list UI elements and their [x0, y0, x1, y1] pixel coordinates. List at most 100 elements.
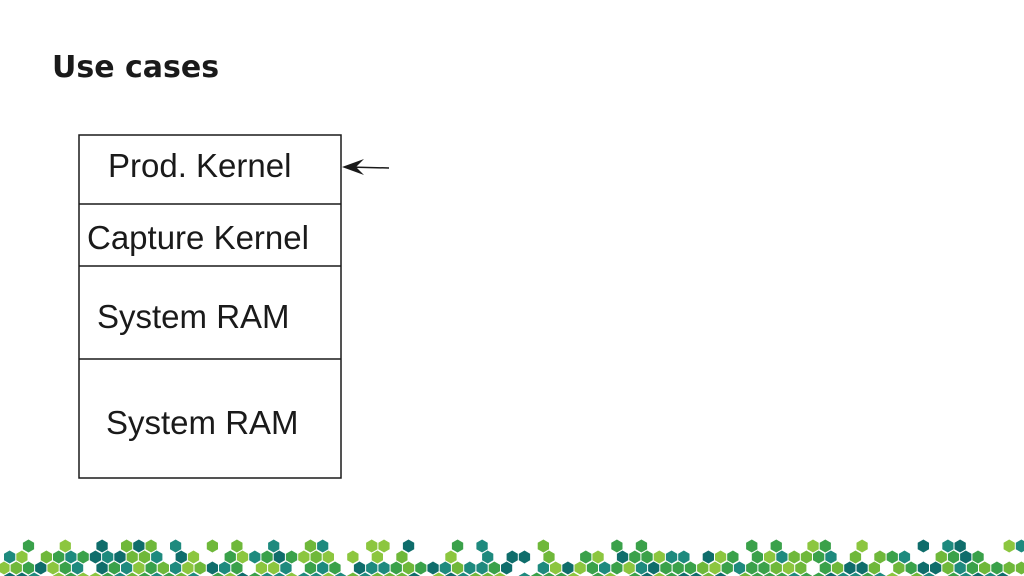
hexagon-tile	[739, 572, 751, 576]
hexagon-tile	[923, 572, 935, 576]
hexagon-tile	[280, 561, 292, 575]
hexagon-tile	[53, 550, 65, 564]
hexagon-tile	[4, 572, 16, 576]
hexagon-tile	[917, 561, 929, 575]
hexagon-tile	[22, 561, 35, 575]
hexagon-tile	[898, 550, 911, 564]
hexagon-tile	[298, 550, 310, 564]
hexagon-tile	[611, 539, 623, 553]
hexagon-tile	[856, 539, 868, 553]
hexagon-tile	[4, 550, 16, 564]
hexagon-tile	[831, 561, 844, 575]
hexagon-tile	[126, 550, 138, 564]
hexagon-tile	[574, 561, 586, 575]
hexagon-tile	[751, 572, 763, 576]
hexagon-tile	[469, 572, 482, 576]
hexagon-tile	[960, 550, 972, 564]
hexagon-tile	[494, 572, 506, 576]
hexagon-tile	[133, 539, 145, 553]
hexagon-tile	[16, 550, 28, 564]
hexagon-tile	[427, 561, 439, 575]
hexagon-tile	[935, 550, 947, 564]
hexagon-tile	[65, 572, 77, 576]
hexagon-tile	[702, 550, 714, 564]
block-system-ram-label: System RAM	[97, 298, 290, 335]
hexagon-tile	[1015, 561, 1024, 575]
hexagon-tile	[445, 550, 457, 564]
hexagon-tile	[862, 572, 874, 576]
hexagon-tile	[261, 550, 273, 564]
hexagon-tile	[175, 572, 187, 576]
hexagon-tile	[960, 572, 972, 576]
hexagon-tile	[40, 550, 52, 564]
hexagon-tile	[684, 561, 697, 575]
hexagon-tile	[317, 539, 329, 553]
hexagon-tile	[285, 550, 298, 564]
hexagon-tile	[623, 561, 635, 575]
hexagon-tile	[972, 572, 984, 576]
hexagon-tile	[121, 561, 133, 575]
hexagon-tile	[837, 572, 849, 576]
hexagon-tile	[482, 572, 494, 576]
hexagon-tile	[788, 572, 800, 576]
hexagon-tile	[433, 572, 445, 576]
hexagon-tile	[476, 539, 488, 553]
hexagon-tile	[972, 550, 984, 564]
hexagon-tile	[813, 550, 825, 564]
hexagon-tile	[543, 550, 555, 564]
hexagon-tile	[727, 550, 739, 564]
hexagon-tile	[71, 561, 84, 575]
hexagon-tile	[819, 561, 831, 575]
hexagon-tile	[28, 572, 40, 576]
hexagon-tile	[151, 572, 163, 576]
hexagon-tile	[800, 572, 812, 576]
hexagon-tile	[665, 572, 678, 576]
hexagon-tile	[89, 550, 102, 564]
hexagon-tile	[415, 561, 427, 575]
hexagon-tile	[764, 572, 776, 576]
hexagon-tile	[567, 572, 580, 576]
hexagon-tile	[604, 572, 616, 576]
hexagon-tile	[268, 561, 280, 575]
hexagon-tile	[813, 572, 825, 576]
hexagon-tile	[874, 550, 886, 564]
hexagon-tile	[751, 550, 763, 564]
hexagon-tile	[47, 561, 59, 575]
hexagon-tile	[764, 550, 776, 564]
hexagon-tile	[22, 539, 35, 553]
hexagon-tile	[543, 572, 555, 576]
hexagon-tile	[224, 550, 236, 564]
hexagon-tile	[206, 561, 218, 575]
hexagon-tile	[844, 561, 856, 575]
hexagon-tile	[702, 572, 714, 576]
hexagon-tile	[807, 539, 819, 553]
hexagon-tile	[317, 561, 329, 575]
hexagon-tile	[151, 550, 163, 564]
slide-title: Use cases	[52, 50, 220, 85]
hexagon-tile	[482, 550, 494, 564]
hexagon-tile	[555, 572, 567, 576]
hexagon-tile	[629, 572, 641, 576]
hexagon-tile	[641, 550, 653, 564]
block-prod-kernel-label: Prod. Kernel	[108, 147, 291, 184]
hexagon-tile	[249, 572, 261, 576]
hexagon-tile	[868, 561, 880, 575]
hexagon-tile	[322, 572, 334, 576]
hexagon-tile	[721, 561, 733, 575]
hexagon-tile	[102, 550, 114, 564]
hexagon-tile	[942, 539, 954, 553]
hexagon-tile	[212, 572, 224, 576]
hexagon-tile	[157, 561, 169, 575]
hexagon-tile	[0, 561, 10, 575]
hexagon-tile	[653, 550, 665, 564]
hexagon-tile	[10, 561, 22, 575]
hexagon-tile	[678, 572, 690, 576]
hexagon-tile	[653, 572, 665, 576]
hexagon-tile	[996, 572, 1009, 576]
hexagon-tile	[371, 550, 383, 564]
hexagon-footer-decoration	[0, 539, 1024, 576]
hexagon-tile	[464, 561, 476, 575]
hexagon-tile	[488, 561, 500, 575]
hexagon-tile	[1015, 539, 1024, 553]
